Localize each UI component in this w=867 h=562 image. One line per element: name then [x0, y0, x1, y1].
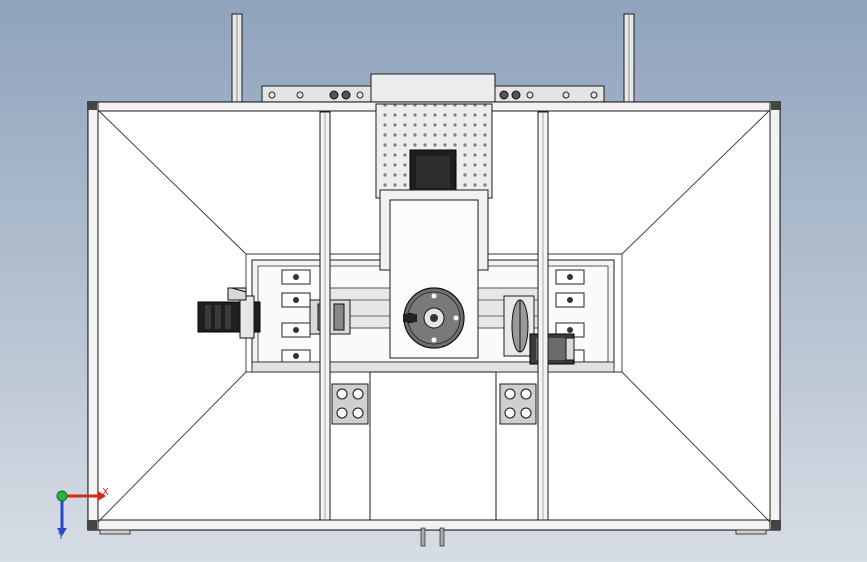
- top-bracket-right: [493, 85, 605, 105]
- center-column: [375, 103, 493, 359]
- vertical-rail-right: [623, 13, 635, 105]
- lower-support-right: [499, 383, 537, 425]
- top-bracket-left: [261, 85, 373, 105]
- vertical-post-right: [537, 111, 549, 521]
- vertical-rail-left: [231, 13, 243, 105]
- stepper-motor-icon: [529, 333, 575, 365]
- lower-housing: [369, 371, 497, 521]
- lower-support-left: [331, 383, 369, 425]
- triad-x-label: X: [102, 487, 109, 498]
- coordinate-triad-icon: [56, 490, 106, 536]
- servo-motor-icon: [197, 287, 261, 339]
- vertical-post-left: [319, 111, 331, 521]
- triad-y-label: Y: [58, 531, 65, 542]
- top-block: [370, 73, 496, 105]
- rotary-flange-icon: [403, 287, 465, 349]
- bottom-pins: [420, 527, 445, 547]
